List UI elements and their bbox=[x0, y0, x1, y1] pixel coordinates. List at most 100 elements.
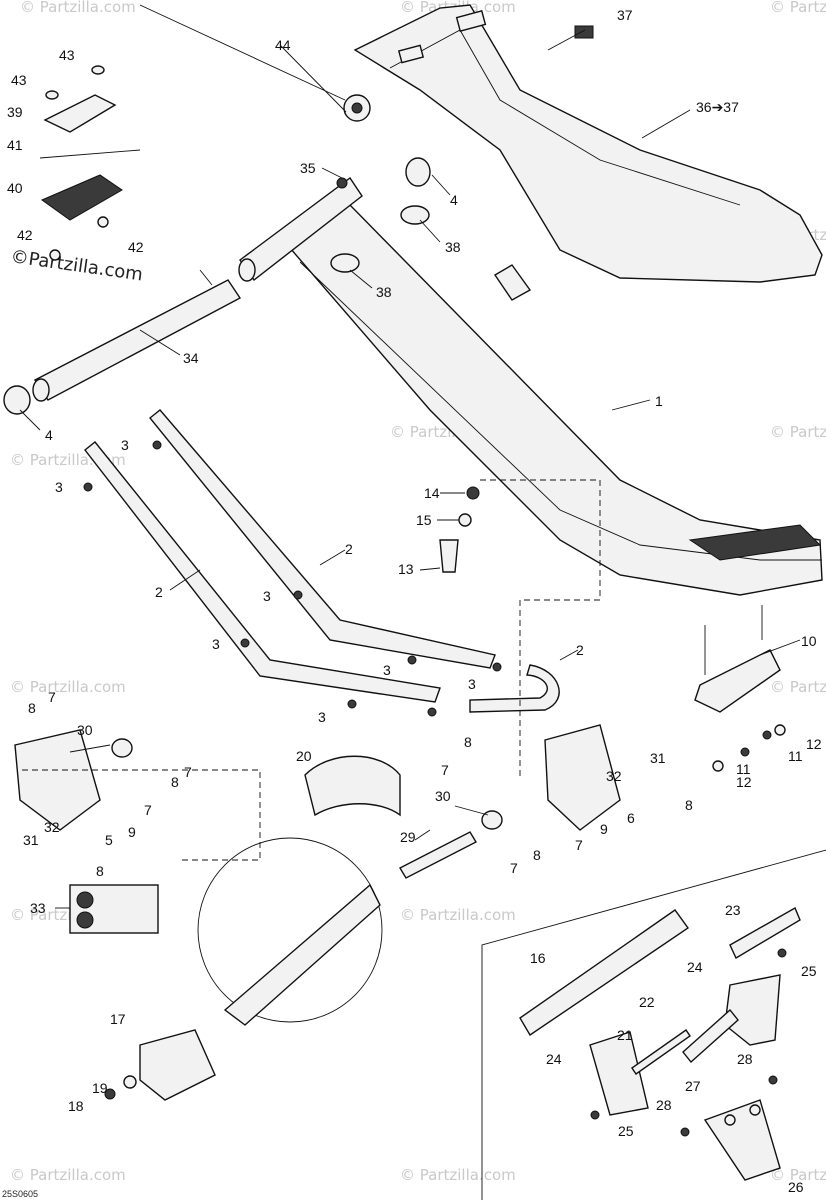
runner-2-lower bbox=[84, 441, 441, 703]
callout-8: 8 bbox=[685, 797, 693, 813]
callout-10: 10 bbox=[801, 633, 817, 649]
bushing-4-right bbox=[405, 157, 431, 187]
watermark: © Partzilla.com bbox=[10, 678, 126, 696]
callout-39: 39 bbox=[7, 104, 23, 120]
bushing-30 bbox=[111, 738, 133, 758]
callout-8: 8 bbox=[96, 863, 104, 879]
bushing-27 bbox=[749, 1104, 761, 1116]
callout-2: 2 bbox=[155, 584, 163, 600]
nut-14 bbox=[466, 486, 480, 500]
axle-34 bbox=[32, 279, 242, 402]
detail-circle bbox=[197, 837, 383, 1023]
callout-31: 31 bbox=[23, 832, 39, 848]
pad-23 bbox=[729, 907, 801, 959]
callout-7: 7 bbox=[144, 802, 152, 818]
callout-7: 7 bbox=[184, 764, 192, 780]
watermark: © Partzilla.com bbox=[400, 906, 516, 924]
callout-3: 3 bbox=[383, 662, 391, 678]
callout-8: 8 bbox=[28, 700, 36, 716]
cover-39 bbox=[43, 94, 117, 133]
callout-7: 7 bbox=[441, 762, 449, 778]
plate-24-right bbox=[724, 974, 781, 1046]
screw-43b bbox=[45, 90, 59, 100]
spindle-16 bbox=[519, 909, 689, 1036]
callout-6: 6 bbox=[627, 810, 635, 826]
bracket-6 bbox=[544, 724, 621, 831]
screw-3 bbox=[83, 482, 93, 492]
washer-19 bbox=[123, 1075, 137, 1089]
stopper-38-lower bbox=[330, 253, 360, 273]
bracket-5 bbox=[14, 729, 101, 831]
callout-8: 8 bbox=[171, 774, 179, 790]
screw-3 bbox=[293, 590, 303, 600]
callout-1: 1 bbox=[655, 393, 663, 409]
callout-11: 11 bbox=[788, 748, 803, 764]
callout-17: 17 bbox=[110, 1011, 126, 1027]
callout-13: 13 bbox=[398, 561, 414, 577]
detail-box bbox=[481, 849, 826, 1200]
callout-26: 26 bbox=[788, 1179, 804, 1195]
callout-3: 3 bbox=[55, 479, 63, 495]
callout-36-37: 36➔37 bbox=[696, 99, 739, 115]
callout-31: 31 bbox=[650, 750, 666, 766]
callout-labels: 1 2 2 2 3 3 3 3 3 3 3 4 4 5 6 7 7 7 7 7 … bbox=[7, 7, 822, 1195]
spacer-20 bbox=[304, 755, 401, 817]
bolt-18 bbox=[104, 1088, 116, 1100]
warning-icon bbox=[76, 891, 94, 909]
callout-2: 2 bbox=[345, 541, 353, 557]
watermark: © Partzilla.com bbox=[400, 1166, 516, 1184]
callout-4: 4 bbox=[450, 192, 458, 208]
callout-3: 3 bbox=[263, 588, 271, 604]
callout-4: 4 bbox=[45, 427, 53, 443]
ski-cover bbox=[353, 4, 823, 283]
screw-25 bbox=[777, 948, 787, 958]
decal-37 bbox=[574, 25, 594, 39]
bolt-28 bbox=[680, 1127, 690, 1137]
protector-10 bbox=[694, 649, 781, 713]
callout-29: 29 bbox=[400, 829, 416, 845]
callout-35: 35 bbox=[300, 160, 316, 176]
screw-3 bbox=[240, 638, 250, 648]
callout-12: 12 bbox=[806, 736, 822, 752]
callout-30: 30 bbox=[435, 788, 451, 804]
callout-7: 7 bbox=[48, 689, 56, 705]
callout-21: 21 bbox=[617, 1027, 633, 1043]
callout-3: 3 bbox=[121, 437, 129, 453]
callout-7: 7 bbox=[575, 837, 583, 853]
watermark: © Partzilla.com bbox=[770, 678, 826, 696]
callout-14: 14 bbox=[424, 485, 440, 501]
washer-12 bbox=[712, 760, 724, 772]
callout-27: 27 bbox=[685, 1078, 701, 1094]
callout-22: 22 bbox=[639, 994, 655, 1010]
callout-42: 42 bbox=[17, 227, 33, 243]
callout-3: 3 bbox=[468, 676, 476, 692]
handle-cable-44 bbox=[139, 4, 371, 122]
bolt-28 bbox=[768, 1075, 778, 1085]
callout-3: 3 bbox=[212, 636, 220, 652]
plate-24-left bbox=[589, 1031, 649, 1116]
callout-43: 43 bbox=[11, 72, 27, 88]
screw-3 bbox=[347, 699, 357, 709]
callout-33: 33 bbox=[30, 900, 46, 916]
callout-28: 28 bbox=[656, 1097, 672, 1113]
callout-8: 8 bbox=[533, 847, 541, 863]
cross-tube bbox=[238, 176, 363, 282]
callout-7: 7 bbox=[510, 860, 518, 876]
watermark: © Partzilla.com bbox=[770, 0, 826, 16]
callout-37: 37 bbox=[617, 7, 633, 23]
callout-8: 8 bbox=[464, 734, 472, 750]
ski-frame bbox=[288, 204, 823, 596]
leader-lines bbox=[19, 29, 801, 909]
damper-17 bbox=[139, 1029, 216, 1101]
spring-41 bbox=[39, 149, 141, 159]
callout-38: 38 bbox=[445, 239, 461, 255]
warning-icon bbox=[76, 911, 94, 929]
callout-30: 30 bbox=[77, 722, 93, 738]
callout-41: 41 bbox=[7, 137, 23, 153]
callout-16: 16 bbox=[530, 950, 546, 966]
callout-40: 40 bbox=[7, 180, 23, 196]
callout-38: 38 bbox=[376, 284, 392, 300]
screw-3 bbox=[152, 440, 162, 450]
callout-20: 20 bbox=[296, 748, 312, 764]
partzilla-logo: ©Partzilla.com bbox=[9, 246, 144, 285]
